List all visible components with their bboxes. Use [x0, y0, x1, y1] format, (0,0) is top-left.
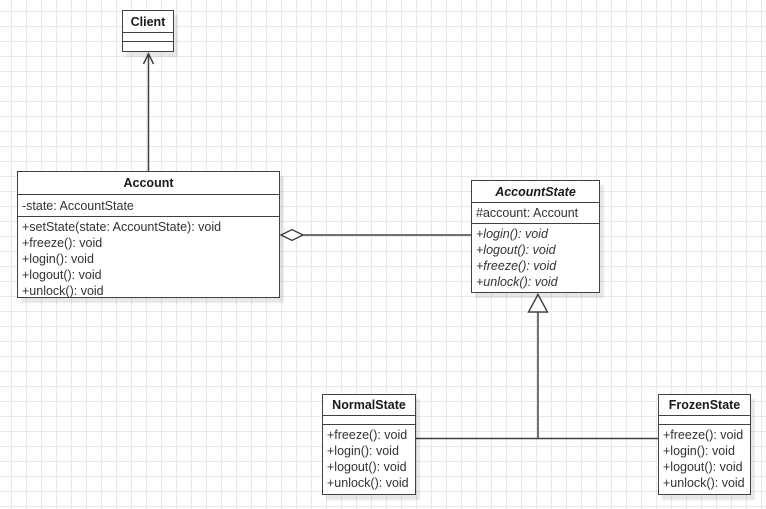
method-row: +login(): void	[663, 444, 735, 458]
method-row: +unlock(): void	[663, 476, 745, 490]
generalization-triangle-icon	[527, 293, 549, 313]
aggregation-diamond-icon	[279, 228, 305, 242]
class-account-state-title: AccountState	[495, 184, 576, 199]
class-client[interactable]: Client	[122, 10, 174, 52]
class-account-state-attributes: #account: Account	[472, 202, 599, 223]
edge-account-to-client[interactable]	[142, 52, 155, 171]
method-row: +logout(): void	[476, 243, 556, 257]
method-row: +freeze(): void	[663, 428, 744, 442]
method-row: +freeze(): void	[22, 236, 103, 250]
class-frozen-state[interactable]: FrozenState +freeze(): void +login(): vo…	[658, 394, 751, 495]
class-normal-state-methods: +freeze(): void +login(): void +logout()…	[323, 424, 415, 494]
class-frozen-state-title: FrozenState	[668, 398, 741, 412]
class-account-state[interactable]: AccountState #account: Account +login():…	[471, 180, 600, 293]
class-normal-state-title: NormalState	[332, 398, 406, 412]
class-account-attributes: -state: AccountState	[18, 194, 279, 216]
class-account[interactable]: Account -state: AccountState +setState(s…	[17, 171, 280, 298]
method-row: +unlock(): void	[476, 275, 558, 289]
attribute-row: -state: AccountState	[22, 198, 134, 213]
edge-account-has-account-state[interactable]	[279, 228, 471, 242]
open-arrowhead-icon	[142, 52, 155, 65]
method-row: +login(): void	[22, 252, 94, 266]
class-normal-state[interactable]: NormalState +freeze(): void +login(): vo…	[322, 394, 416, 495]
class-account-methods: +setState(state: AccountState): void +fr…	[18, 216, 279, 297]
method-row: +unlock(): void	[22, 284, 104, 297]
attribute-row: #account: Account	[476, 206, 579, 220]
method-row: +login(): void	[327, 444, 399, 458]
class-client-attributes	[123, 32, 173, 41]
class-normal-state-attributes	[323, 415, 415, 424]
method-row: +setState(state: AccountState): void	[22, 220, 222, 234]
method-row: +freeze(): void	[327, 428, 408, 442]
class-account-state-methods: +login(): void +logout(): void +freeze()…	[472, 223, 599, 292]
class-frozen-state-methods: +freeze(): void +login(): void +logout()…	[659, 424, 750, 494]
edge-generalization-to-account-state[interactable]	[416, 293, 658, 440]
method-row: +logout(): void	[663, 460, 743, 474]
class-frozen-state-attributes	[659, 415, 750, 424]
class-client-title: Client	[130, 14, 166, 29]
method-row: +freeze(): void	[476, 259, 557, 273]
method-row: +logout(): void	[327, 460, 407, 474]
class-account-title: Account	[123, 176, 174, 190]
method-row: +logout(): void	[22, 268, 102, 282]
method-row: +unlock(): void	[327, 476, 409, 490]
class-client-methods	[123, 41, 173, 51]
method-row: +login(): void	[476, 227, 548, 241]
